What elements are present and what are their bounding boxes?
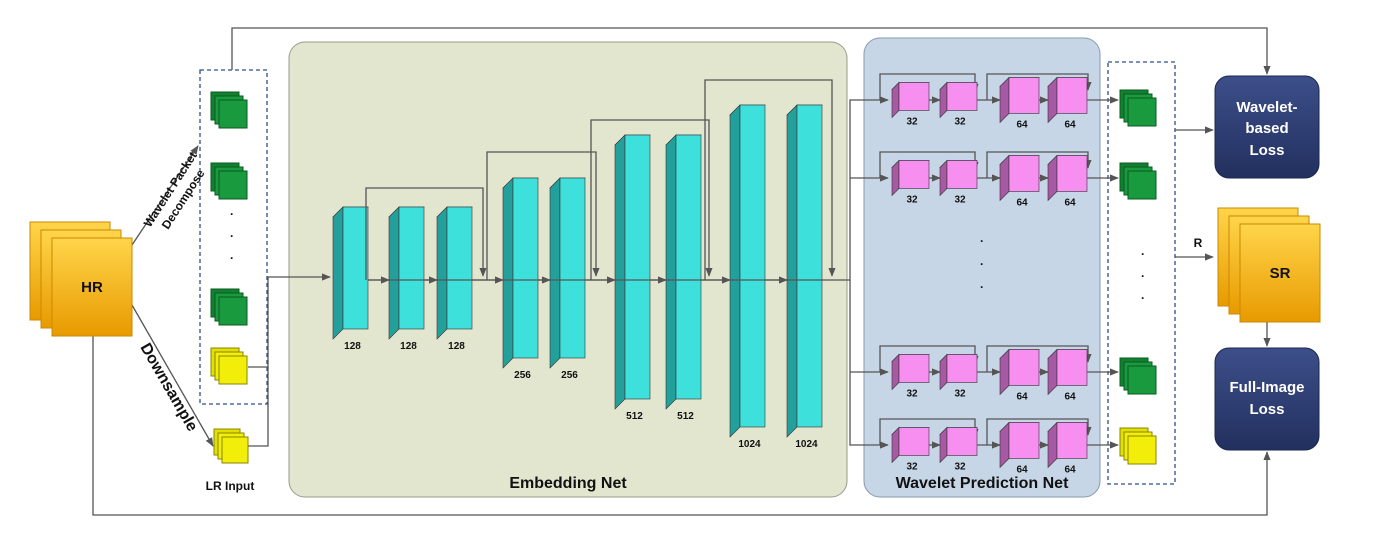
wavelet-prediction-net-title: Wavelet Prediction Net [896,475,1069,492]
embedding-layer [436,206,473,340]
prediction-layer [939,353,978,391]
wavelet-component-green-1 [210,91,248,129]
prediction-layer [939,426,978,464]
ellipsis-dot: · [230,229,234,243]
prediction-layer-label: 64 [1064,392,1076,403]
wavelet-components-right: · · · [1119,89,1157,465]
prediction-layer-label: 64 [1016,392,1028,403]
prediction-layer-label: 64 [1016,465,1028,476]
embedding-layer [614,134,651,410]
embedding-layer-label: 512 [626,411,643,422]
predicted-component-green-2 [1119,162,1157,200]
embedding-skip-connections [365,79,836,284]
wavelet-based-loss-box: Wavelet- based Loss [1214,75,1320,179]
lr-input-label: LR Input [206,479,255,493]
prediction-layer [891,159,930,197]
embedding-layer-label: 256 [514,370,531,381]
ellipsis-dot: · [980,257,984,271]
wavelet-component-green-3 [210,288,248,326]
embedding-layer-label: 256 [561,370,578,381]
embedding-layer [729,104,766,438]
prediction-layer-label: 64 [1064,198,1076,209]
full-image-loss-box: Full-Image Loss [1214,347,1320,451]
prediction-layer [999,421,1040,469]
prediction-layer [891,81,930,119]
predicted-wavelet-box [1107,61,1176,485]
embedding-layer-label: 128 [400,341,417,352]
connection-wires [92,27,1271,516]
wavelet-loss-label-1: Wavelet- [1236,99,1297,116]
prediction-row: 32 32 64 64 [879,151,1119,209]
embedding-layer-label: 128 [448,341,465,352]
prediction-layer [1047,348,1088,396]
prediction-layer [891,353,930,391]
embedding-layer-label: 1024 [738,439,761,450]
ellipsis-dot: · [230,251,234,265]
prediction-rows: 32 32 64 64 32 32 64 64 32 32 64 64 32 32 64 64 [879,73,1119,476]
prediction-layer [999,154,1040,202]
predicted-component-green-3 [1119,357,1157,395]
wavelet-loss-label-3: Loss [1249,142,1284,159]
prediction-layer-label: 64 [1016,198,1028,209]
prediction-layer-label: 64 [1016,120,1028,131]
hr-label: HR [81,279,103,296]
embedding-layer [332,206,369,340]
predicted-component-green-1 [1119,89,1157,127]
prediction-layer-label: 64 [1064,465,1076,476]
embedding-layer [502,177,539,369]
sr-label: SR [1270,265,1291,282]
ellipsis-dot: · [980,280,984,294]
wavelet-components-left: · · · [210,91,248,385]
prediction-layer-label: 32 [906,389,918,400]
hr-image-stack: HR [29,221,133,337]
embedding-layer [786,104,823,438]
full-loss-label-1: Full-Image [1229,379,1304,396]
embedding-layer-label: 512 [677,411,694,422]
prediction-layer [999,348,1040,396]
prediction-layer-label: 32 [906,117,918,128]
prediction-layer-label: 32 [954,462,966,473]
embedding-layer [388,206,425,340]
r-label: R [1194,236,1203,250]
prediction-layer [1047,76,1088,124]
prediction-layer-label: 64 [1064,120,1076,131]
embedding-layers: 128 128 128 256 256 512 512 1024 1024 [332,104,823,450]
embedding-layer [665,134,702,410]
prediction-layer [939,159,978,197]
prediction-layer [1047,421,1088,469]
prediction-layer-label: 32 [954,117,966,128]
lr-input-stack [213,428,249,464]
wavelet-component-green-2 [210,162,248,200]
wavelet-component-yellow [210,347,248,385]
prediction-layer-label: 32 [906,195,918,206]
wavelet-loss-label-2: based [1245,120,1288,137]
prediction-layer [999,76,1040,124]
full-loss-label-2: Loss [1249,401,1284,418]
wavelet-packet-box [199,69,268,405]
ellipsis-dot: · [1141,269,1145,283]
prediction-layer-label: 32 [954,195,966,206]
ellipsis-dot: · [230,207,234,221]
embedding-layer [549,177,586,369]
ellipsis-dot: · [980,234,984,248]
ellipsis-dot: · [1141,247,1145,261]
embedding-net-title: Embedding Net [509,475,627,492]
ellipsis-dot: · [1141,291,1145,305]
prediction-layer [891,426,930,464]
prediction-row: 32 32 64 64 [879,73,1119,131]
prediction-layer [1047,154,1088,202]
sr-image-stack: SR [1217,207,1321,323]
prediction-row: 32 32 64 64 [879,418,1119,476]
prediction-layer-label: 32 [954,389,966,400]
downsample-label: Downsample [137,341,201,435]
embedding-layer-label: 1024 [795,439,818,450]
prediction-layer [939,81,978,119]
embedding-layer-label: 128 [344,341,361,352]
prediction-row: 32 32 64 64 [879,345,1119,403]
predicted-component-yellow [1119,427,1157,465]
prediction-layer-label: 32 [906,462,918,473]
